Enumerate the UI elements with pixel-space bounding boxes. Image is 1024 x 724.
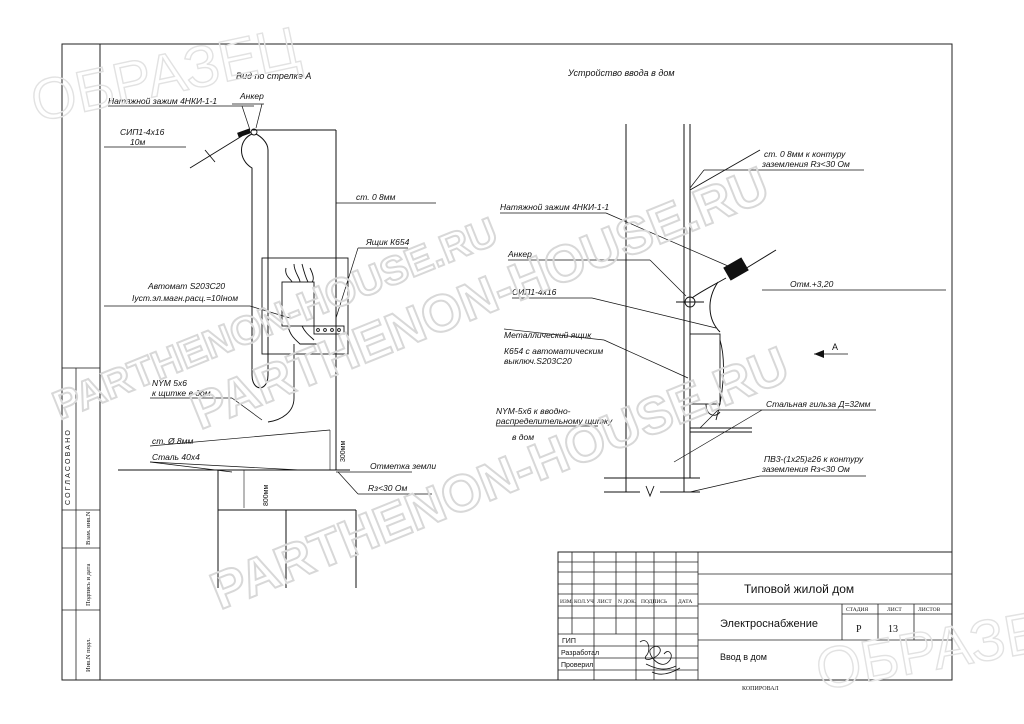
right-label-sleeve: Стальная гильза Д=32мм <box>766 399 871 409</box>
left-label-steel-40: Сталь 40х4 <box>152 452 200 462</box>
tb-project: Типовой жилой дом <box>744 582 854 596</box>
tb-role-chk: Проверил <box>561 662 593 669</box>
right-label-nym-1: NYM-5х6 к вводно- <box>496 406 571 416</box>
left-label-nym-1: NYM 5х6 <box>152 378 187 388</box>
left-dim-300: 300мм <box>340 441 347 462</box>
tb-sheet-v: 13 <box>888 624 898 635</box>
left-view-title: Вид по стрелке А <box>236 71 311 81</box>
tb-col-podp: ПОДПИСЬ <box>641 599 667 605</box>
right-label-steel-top-2: заземления Rз<30 Ом <box>761 159 850 169</box>
right-label-pv-1: ПВ3-(1х25)г26 к контуру <box>764 454 864 464</box>
tb-sheets-h: ЛИСТОВ <box>918 607 941 613</box>
left-label-clamp: Натяжной зажим 4НКИ-1-1 <box>108 96 217 106</box>
tb-sheet-name: Ввод в дом <box>720 652 767 662</box>
right-label-elev: Отм.+3,20 <box>790 279 834 289</box>
left-view <box>104 103 436 588</box>
tb-sheet-h: ЛИСТ <box>887 607 902 613</box>
side-stamp-inv-replaced: Взам. инв.N <box>85 511 92 545</box>
tb-stage-v: Р <box>856 624 862 635</box>
title-block <box>557 551 953 681</box>
tb-copied: КОПИРОВАЛ <box>742 686 779 692</box>
tb-col-kol: КОЛ.УЧ <box>574 599 594 605</box>
signature <box>639 640 681 675</box>
right-label-arrow: А <box>832 342 838 352</box>
right-label-pv-2: заземления Rз<30 Ом <box>761 464 850 474</box>
tb-col-ndok: N ДОК. <box>618 599 637 605</box>
left-dim-800: 800мм <box>263 485 270 506</box>
right-view-title: Устройство ввода в дом <box>567 68 675 78</box>
tb-col-izm: ИЗМ. <box>560 599 574 605</box>
left-label-cable: СИП1-4х16 <box>120 127 165 137</box>
left-label-breaker-1: Автомат S203C20 <box>147 281 225 291</box>
watermark-sample-top: ОБРАЗЕЦ <box>25 14 305 134</box>
tb-col-data: ДАТА <box>678 599 692 605</box>
right-view <box>496 124 946 498</box>
left-label-nym-2: к щитке в дом <box>152 388 211 398</box>
tb-col-list: ЛИСТ <box>597 599 612 605</box>
right-label-box-1: Металлический ящик <box>504 330 592 340</box>
left-label-rz: Rз<30 Ом <box>368 483 407 493</box>
side-stamp <box>61 367 101 681</box>
left-label-steel-top: ст. 0 8мм <box>356 192 396 202</box>
right-label-box-2: К654 с автоматическим <box>504 346 603 356</box>
sheet-frame <box>61 43 953 681</box>
right-label-cable: СИП1-4х16 <box>512 287 557 297</box>
right-label-anchor: Анкер <box>507 249 532 259</box>
left-label-breaker-2: Iуст.эл.магн.расц.=10Iном <box>132 293 238 303</box>
right-label-nym-2: распределительному щитку <box>495 416 613 426</box>
left-label-box: Ящик К654 <box>365 237 410 247</box>
left-label-ground: Отметка земли <box>370 461 436 471</box>
side-stamp-sign-date: Подпись и дата <box>85 563 92 606</box>
tb-section: Электроснабжение <box>720 618 818 630</box>
left-label-steel-8: ст. Ø 8мм <box>152 436 193 446</box>
left-label-cable-len: 10м <box>130 137 145 147</box>
right-label-box-3: выключ.S203C20 <box>504 356 572 366</box>
right-label-steel-top-1: ст. 0 8мм к контуру <box>764 149 846 159</box>
right-label-nym-3: в дом <box>512 432 534 442</box>
left-label-anchor: Анкер <box>239 91 264 101</box>
tb-stage-h: СТАДИЯ <box>846 607 868 613</box>
tb-role-dev: Разработал <box>561 649 599 657</box>
side-stamp-agreed: СОГЛАСОВАНО <box>65 428 72 505</box>
tb-role-gip: ГИП <box>562 638 576 645</box>
right-label-clamp: Натяжной зажим 4НКИ-1-1 <box>500 202 609 212</box>
side-stamp-inv-orig: Инв.N подл. <box>85 638 92 672</box>
